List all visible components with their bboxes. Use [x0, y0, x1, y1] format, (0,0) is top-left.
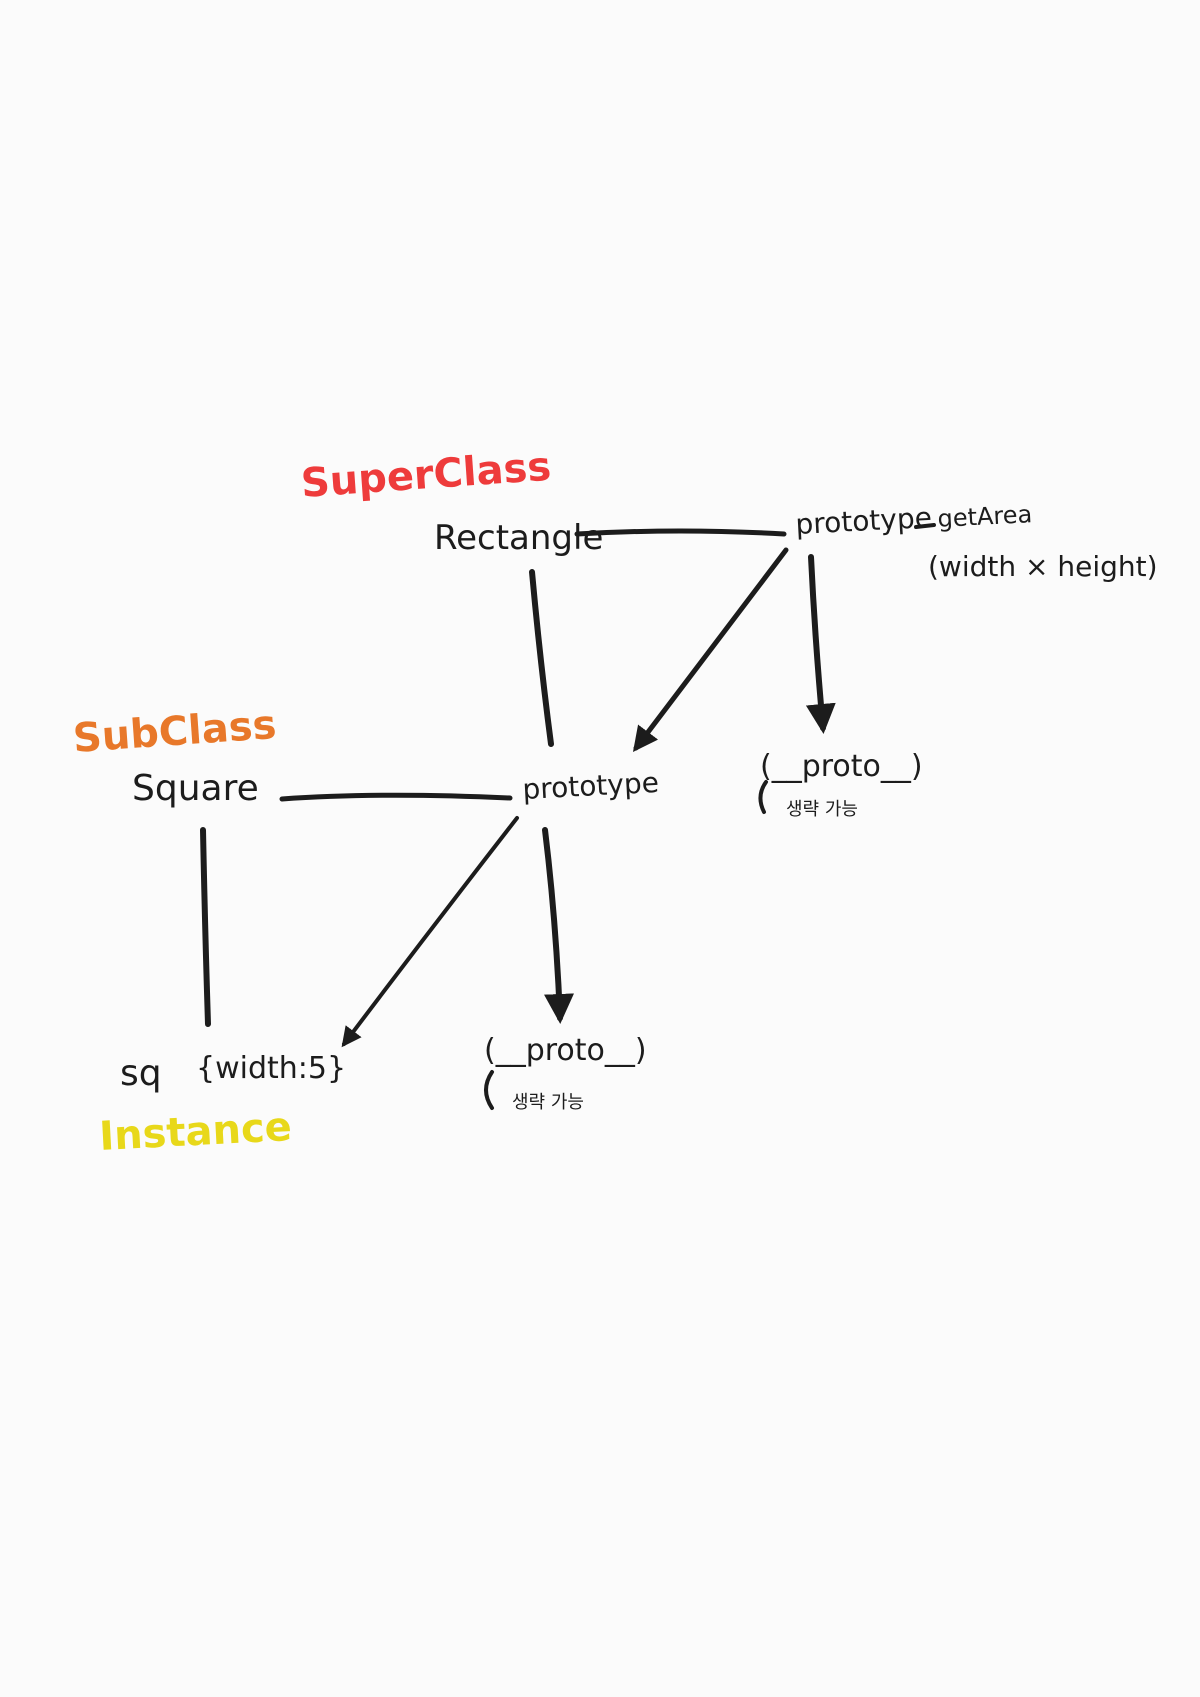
- proto-note-2-label: 생략 가능: [512, 1092, 584, 1113]
- square-proto-to-proto-ref-2-arrow: [542, 827, 575, 1024]
- square-proto-to-sq-arrow: [341, 816, 519, 1048]
- proto-ref-1-label: (__proto__): [760, 749, 923, 784]
- proto-note-2-paren: [484, 1070, 494, 1110]
- rectangle-prototype-label: prototype: [795, 501, 933, 541]
- proto-note-1-label: 생략 가능: [786, 799, 858, 820]
- rectangle-label: Rectangle: [434, 518, 603, 558]
- getarea-dash: [914, 523, 936, 529]
- rectangle-to-prototype-line: [574, 528, 787, 537]
- square-to-prototype-line: [279, 792, 513, 802]
- square-prototype-label: prototype: [522, 766, 660, 806]
- rect-proto-to-square-proto-arrow: [632, 547, 789, 752]
- instance-heading: Instance: [98, 1104, 293, 1160]
- square-label: Square: [132, 768, 259, 809]
- proto-ref-2-label: (__proto__): [484, 1033, 647, 1068]
- subclass-heading: SubClass: [71, 702, 277, 762]
- rect-proto-to-proto-ref-1-arrow: [805, 554, 836, 734]
- sq-value-label: {width:5}: [196, 1051, 346, 1086]
- superclass-heading: SuperClass: [299, 444, 552, 507]
- rectangle-to-square-prototype-line: [529, 569, 554, 747]
- square-to-sq-line: [200, 827, 211, 1027]
- proto-note-1-paren: [758, 780, 768, 814]
- get-area-label: getArea: [937, 500, 1033, 533]
- sq-label: sq: [120, 1053, 162, 1094]
- get-area-body-label: (width × height): [928, 550, 1158, 583]
